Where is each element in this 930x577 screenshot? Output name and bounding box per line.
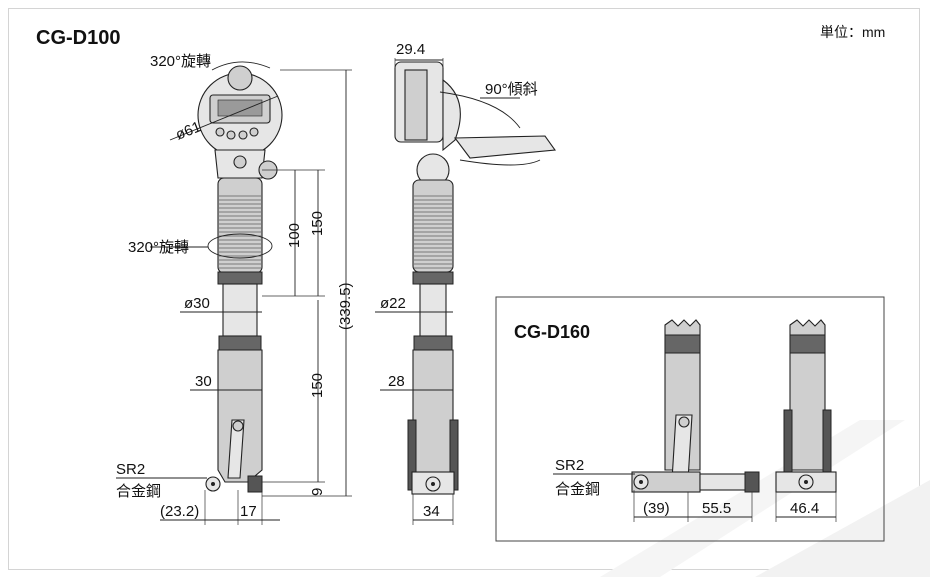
dim-30: 30 xyxy=(195,373,212,390)
inset-front-view xyxy=(631,319,760,493)
inset-dim-46-4: 46.4 xyxy=(790,500,819,517)
side-dimensions xyxy=(375,58,521,525)
dim-29-4: 29.4 xyxy=(396,41,425,58)
label-tilt: 90°傾斜 xyxy=(485,81,538,98)
inset-dim-55-5: 55.5 xyxy=(702,500,731,517)
label-side-diameter: ø22 xyxy=(380,295,406,312)
inset-side-view xyxy=(775,319,837,493)
inset-dimensions xyxy=(553,473,837,522)
dim-28: 28 xyxy=(388,373,405,390)
dim-150-lower: 150 xyxy=(309,373,326,398)
dim-9: 9 xyxy=(309,488,326,496)
inset-dim-39: (39) xyxy=(643,500,670,517)
side-view xyxy=(394,61,557,495)
shaft xyxy=(222,283,258,337)
label-rotation-top: 320°旋轉 xyxy=(150,53,211,70)
dim-total-length: (339.5) xyxy=(337,282,354,330)
model-title: CG-D100 xyxy=(36,27,120,49)
label-grip-diameter: ø30 xyxy=(184,295,210,312)
front-dimensions xyxy=(116,61,352,525)
unit-label: 単位：mm xyxy=(820,24,885,40)
label-rotation-mid: 320°旋轉 xyxy=(128,239,189,256)
tilted-head xyxy=(453,135,557,159)
label-material: 合金鋼 xyxy=(116,483,161,500)
dim-23-2: (23.2) xyxy=(160,503,199,520)
sheet-border xyxy=(8,8,920,570)
dim-150-upper: 150 xyxy=(309,211,326,236)
inset-model-title: CG-D160 xyxy=(514,322,590,342)
dim-34: 34 xyxy=(423,503,440,520)
dim-100: 100 xyxy=(286,223,303,248)
inset-frame xyxy=(495,296,885,542)
inset-label-material: 合金鋼 xyxy=(555,481,600,498)
dim-17: 17 xyxy=(240,503,257,520)
ribbed-grip xyxy=(217,177,263,274)
inset-label-sr2: SR2 xyxy=(555,457,584,474)
front-view xyxy=(197,65,283,493)
label-sr2: SR2 xyxy=(116,461,145,478)
